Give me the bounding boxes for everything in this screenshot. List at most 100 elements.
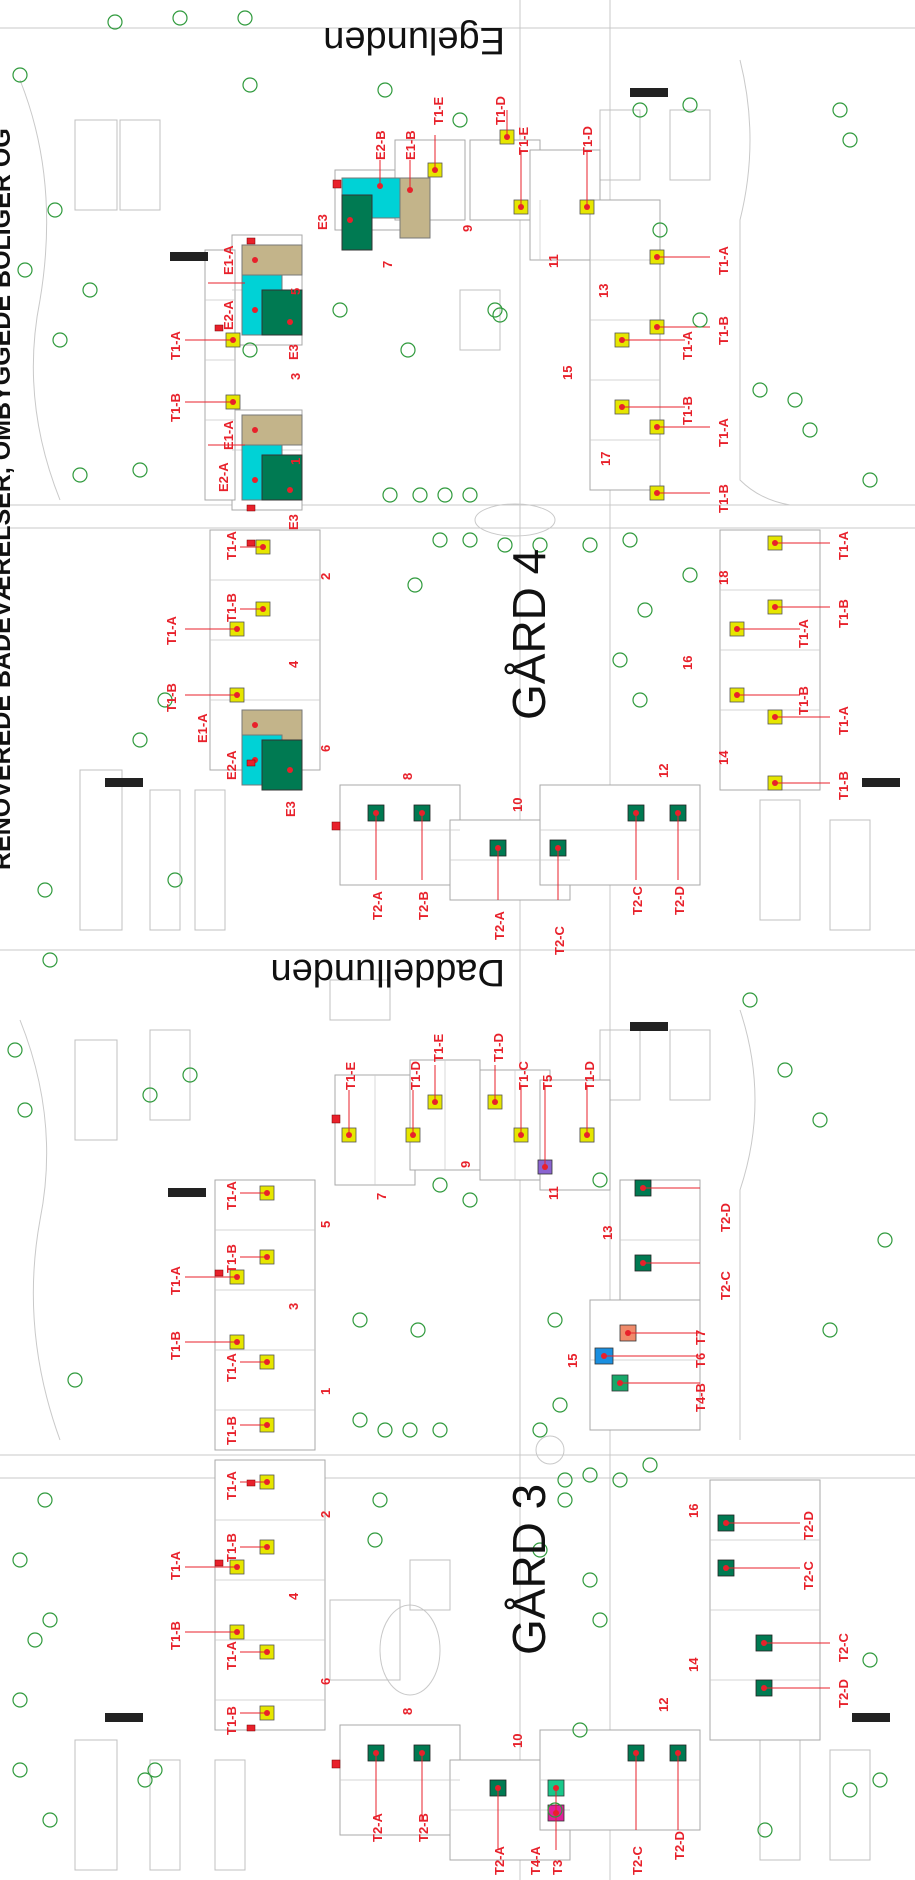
svg-text:4: 4 [286,660,301,668]
tree-icon [492,307,508,323]
tree-icon [532,1422,548,1438]
svg-text:E2-A: E2-A [216,462,231,492]
svg-text:1: 1 [318,1388,333,1395]
svg-text:T2-A: T2-A [370,891,385,921]
tree-icon [632,102,648,118]
tree-icon [17,1102,33,1118]
svg-text:15: 15 [560,366,575,380]
tree-icon [842,1782,858,1798]
tree-icon [37,882,53,898]
svg-text:5: 5 [288,288,303,295]
tree-icon [400,342,416,358]
unit-e1-a [241,414,303,446]
tree-icon [432,1422,448,1438]
svg-text:12: 12 [656,764,671,778]
svg-text:17: 17 [598,452,613,466]
svg-text:T1-A: T1-A [224,1353,239,1383]
tree-icon [352,1412,368,1428]
svg-text:T1-B: T1-B [716,484,731,513]
unit-e1-b [399,177,431,239]
svg-text:T1-B: T1-B [680,396,695,425]
tree-icon [332,302,348,318]
svg-text:E1-A: E1-A [221,245,236,275]
tree-icon [142,1087,158,1103]
labels-gaard4-south: T1-A T1-B T1-A T1-B E1-A E2-A E3 T2-A T2… [164,531,851,956]
svg-text:T5: T5 [540,1075,555,1090]
svg-text:E3: E3 [286,514,301,530]
svg-text:T1-B: T1-B [168,393,183,422]
tree-icon [612,652,628,668]
tree-icon [582,537,598,553]
svg-text:4: 4 [286,1592,301,1600]
svg-text:E3: E3 [286,344,301,360]
tree-icon [682,97,698,113]
svg-text:T2-C: T2-C [552,926,567,956]
tree-icon [862,472,878,488]
parking-areas [74,109,871,1871]
unit-e3 [261,289,303,336]
tree-icon [7,1042,23,1058]
svg-text:11: 11 [546,254,561,268]
svg-text:T1-E: T1-E [516,127,531,156]
tree-icon [497,537,513,553]
svg-text:T2-C: T2-C [836,1633,851,1663]
tree-icon [612,1472,628,1488]
entrance-markers [214,179,342,1769]
svg-text:E1-A: E1-A [221,420,236,450]
svg-text:13: 13 [596,284,611,298]
svg-text:T2-A: T2-A [492,1846,507,1876]
svg-text:E2-A: E2-A [224,750,239,780]
tree-icon [872,1772,888,1788]
courtyard-gaard-4: GÅRD 4 [503,549,555,720]
tree-icon [82,282,98,298]
tree-icon [72,467,88,483]
svg-text:T1-B: T1-B [168,1621,183,1650]
tree-icon [67,1372,83,1388]
svg-text:T1-B: T1-B [836,599,851,628]
svg-text:T2-C: T2-C [630,886,645,916]
tree-icon [572,1722,588,1738]
tree-icon [582,1467,598,1483]
tree-icon [787,392,803,408]
svg-text:18: 18 [716,571,731,585]
leader-lines [185,110,830,1850]
street-egelunden: Egelunden [323,19,505,61]
svg-text:T2-D: T2-D [836,1679,851,1708]
labels-gaard4-north: E1-A E2-A E3 T1-A T1-B E1-A E2-A E3 E2-B… [168,96,731,530]
svg-text:T6: T6 [693,1353,708,1368]
tree-icon [632,692,648,708]
svg-text:T2-A: T2-A [370,1813,385,1843]
svg-text:T1-D: T1-D [580,126,595,155]
tree-icon [832,102,848,118]
tree-icon [592,1172,608,1188]
svg-text:13: 13 [600,1226,615,1240]
svg-text:T1-D: T1-D [493,96,508,125]
bench-symbols [105,88,900,1722]
tree-icon [622,532,638,548]
svg-text:E3: E3 [315,214,330,230]
street-daddellunden: Daddellunden [270,951,505,993]
courtyard-gaard-3: GÅRD 3 [503,1484,555,1655]
svg-text:T1-D: T1-D [491,1033,506,1062]
labels-gaard3-south: T1-A T1-B T1-A T1-B T1-A T1-B T2-A T2-B … [168,1471,851,1876]
tree-icon [107,14,123,30]
tree-icon [877,1232,893,1248]
tree-icon [132,462,148,478]
tree-icon [652,222,668,238]
svg-text:E2-A: E2-A [221,300,236,330]
highlighted-units [241,177,431,791]
tree-icon [382,487,398,503]
tree-icon [12,67,28,83]
svg-text:14: 14 [686,1657,701,1672]
svg-text:T2-D: T2-D [801,1511,816,1540]
svg-text:T7: T7 [693,1330,708,1345]
svg-text:E1-B: E1-B [403,130,418,160]
svg-text:T3: T3 [550,1860,565,1875]
svg-text:T1-A: T1-A [716,418,731,448]
svg-text:T1-A: T1-A [164,616,179,646]
svg-text:6: 6 [318,745,333,752]
svg-text:T1-A: T1-A [224,531,239,561]
tree-icon [12,1552,28,1568]
tree-icon [437,487,453,503]
tree-icon [752,382,768,398]
